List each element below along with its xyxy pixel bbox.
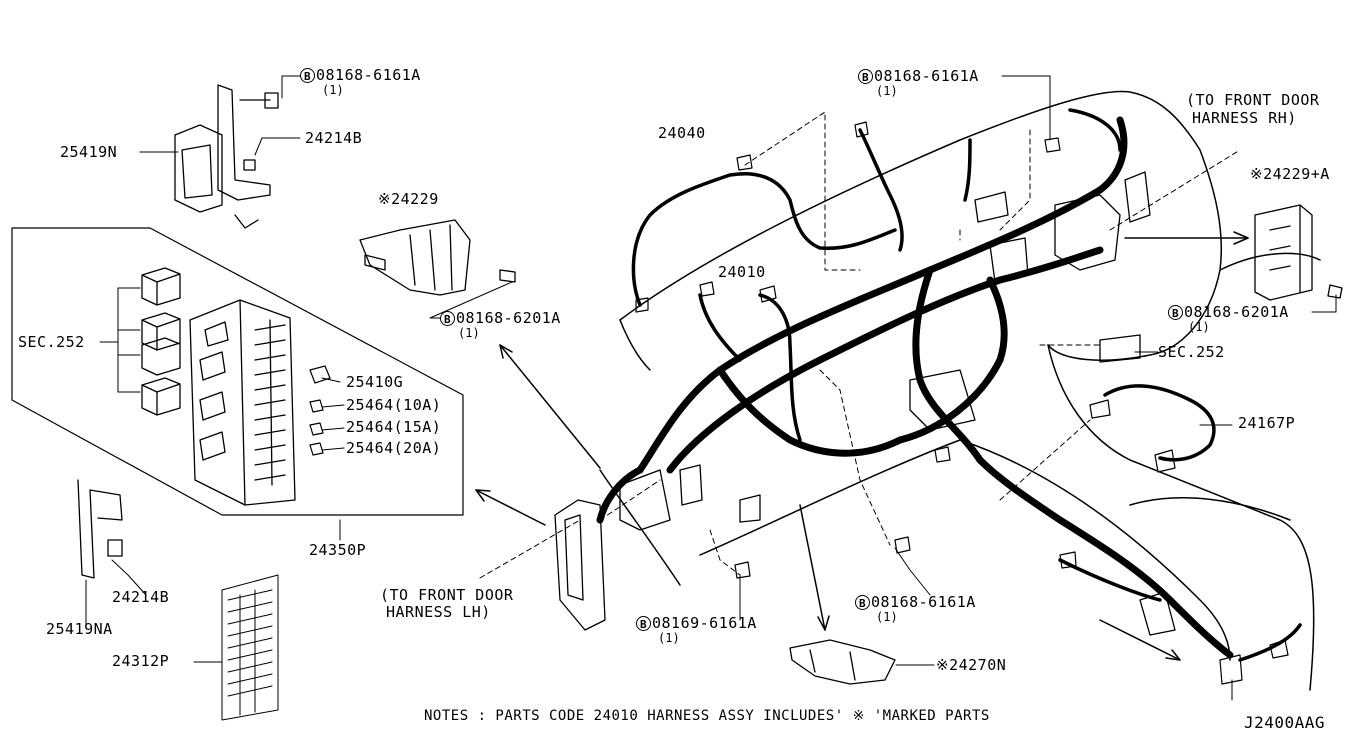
quantity-label: (1) [322,83,344,97]
bolt-symbol-icon: B [858,69,873,84]
bolt-symbol-icon: B [855,595,870,610]
to-front-door-lh-line1: (TO FRONT DOOR [380,586,514,604]
part-label-24167P: 24167P [1238,414,1296,432]
quantity-label: (1) [658,631,680,645]
small-connectors [635,121,1289,685]
part-label-25464-10A: 25464(10A) [346,396,442,414]
part-label-24214B-top: 24214B [305,129,363,147]
bolt-symbol-icon: B [636,616,651,631]
part-label-24350P: 24350P [309,541,367,559]
part-number: 08168-6161A [316,66,421,84]
part-label-24270N: ※24270N [936,656,1007,674]
instrument-panel-outline [599,90,1321,691]
leader-lines [85,75,1337,701]
part-label-24229-A: ※24229+A [1250,165,1330,183]
quantity-label: (1) [876,84,898,98]
quantity-label: (1) [1188,320,1210,334]
part-label-24214B-bottom: 24214B [112,588,170,606]
part-label-24040: 24040 [658,124,706,142]
part-label-24312P: 24312P [112,652,170,670]
part-label-24010: 24010 [718,263,766,281]
dashed-leaders [479,111,1241,579]
part-label-25464-15A: 25464(15A) [346,418,442,436]
part-label-25419NA: 25419NA [46,620,113,638]
fuse-block-callout-box [11,227,464,516]
quantity-label: (1) [876,610,898,624]
to-front-door-lh-line2: HARNESS LH) [386,603,491,621]
direction-arrows [475,231,1249,661]
to-front-door-rh-line2: HARNESS RH) [1192,109,1297,127]
part-label-25464-20A: 25464(20A) [346,439,442,457]
part-label-25410G: 25410G [346,373,404,391]
bracket-25419NA [77,479,123,579]
fuses [309,365,331,456]
bolt-symbol-icon: B [300,68,315,83]
notes-text: NOTES : PARTS CODE 24010 HARNESS ASSY IN… [424,708,990,724]
bracket-24229 [359,219,516,296]
part-number: 08168-6201A [1184,303,1289,321]
part-label-25419N: 25419N [60,143,118,161]
part-number: 08168-6201A [456,309,561,327]
part-number: 08169-6161A [652,614,757,632]
quantity-label: (1) [458,326,480,340]
right-connector-cluster [909,171,1176,636]
main-harness [596,116,1234,659]
label-sheet-24312P [221,574,279,721]
bracket-24229-A [1254,204,1343,301]
bracket-25419N [174,84,279,229]
bolt-symbol-icon: B [1168,305,1183,320]
part-number: 08168-6161A [874,67,979,85]
cover-24270N [789,639,896,685]
left-connector-cluster [554,464,761,631]
part-label-sec252-right: SEC.252 [1158,343,1225,361]
relays [141,267,181,416]
part-number: 08168-6161A [871,593,976,611]
part-label-24229: ※24229 [378,190,439,208]
diagram-id: J2400AAG [1244,713,1326,732]
part-label-sec252-left: SEC.252 [18,333,85,351]
bolt-symbol-icon: B [440,311,455,326]
to-front-door-rh-line1: (TO FRONT DOOR [1186,91,1320,109]
fuse-block [189,299,296,506]
